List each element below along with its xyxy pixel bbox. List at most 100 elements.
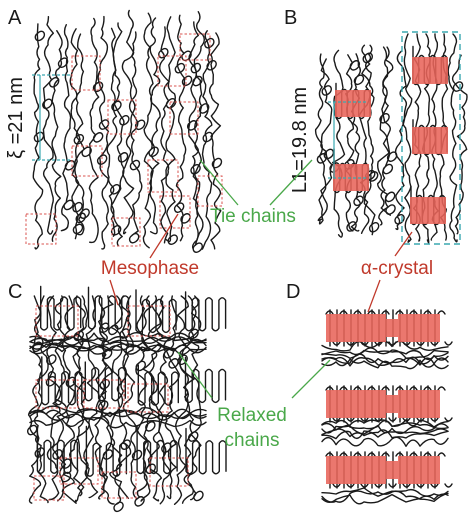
panel-d-label: D <box>286 281 300 303</box>
mesophase-region <box>149 457 189 487</box>
panel-b-label: B <box>284 7 297 29</box>
xi-dimension-marker <box>32 74 70 161</box>
crystal-lamella <box>326 390 386 418</box>
polymer-chain <box>430 417 439 422</box>
polymer-chain <box>29 336 207 348</box>
polymer-chain <box>128 31 146 244</box>
polymer-chain <box>27 295 43 504</box>
crystal-block <box>335 90 371 117</box>
polymer-chain <box>353 386 362 391</box>
mesophase-annotation: Mesophase <box>101 213 199 306</box>
polymer-chain <box>353 310 362 315</box>
polymer-chain <box>321 356 449 367</box>
polymer-chain <box>32 23 46 250</box>
polymer-chain <box>321 436 449 447</box>
polymer-chain <box>321 347 449 359</box>
polymer-chain <box>325 386 334 391</box>
polymer-chain <box>173 295 190 505</box>
mesophase-region <box>111 217 141 247</box>
polymer-chain <box>332 341 341 346</box>
polymer-chain <box>29 408 207 420</box>
polymer-chain <box>321 358 449 370</box>
polymer-chain <box>321 428 449 440</box>
panel-d: D <box>286 281 453 505</box>
polymer-chain <box>96 15 110 250</box>
relaxed-chains-label-line2: chains <box>225 430 280 451</box>
panel-c: C <box>8 281 227 513</box>
relaxed-chains-annotation: Relaxed chains <box>177 351 331 451</box>
polymer-chain <box>321 349 449 361</box>
polymer-chain <box>451 54 468 235</box>
polymer-chain <box>187 295 204 502</box>
polymer-chain <box>409 310 418 315</box>
panel-a-mesophase-regions <box>25 33 223 247</box>
polymer-chain <box>423 386 432 391</box>
crystal-lamella <box>398 390 440 418</box>
polymer-chain <box>360 483 369 488</box>
crystal-block <box>412 57 448 84</box>
polymer-chain <box>42 16 60 235</box>
polymer-chain <box>156 295 172 505</box>
polymer-chain <box>395 452 404 457</box>
polymer-chain <box>363 44 380 236</box>
polymer-chain <box>321 340 449 352</box>
polymer-chain <box>110 22 130 247</box>
polymer-chain <box>332 417 341 422</box>
polymer-chain <box>437 452 446 457</box>
panel-d-crystal-lamellae <box>326 314 440 484</box>
polymer-chain <box>416 341 425 346</box>
polymer-chain <box>395 386 404 391</box>
alpha-crystal-label: α-crystal <box>361 258 433 279</box>
tie-chains-label: Tie chains <box>210 206 296 227</box>
polymer-chain <box>29 332 207 343</box>
polymer-chain <box>332 49 346 238</box>
polymer-chain <box>437 386 446 391</box>
polymer-chain <box>142 12 159 249</box>
mesophase-region <box>71 145 103 177</box>
polymer-chain <box>374 483 383 488</box>
polymer-chain <box>29 337 207 346</box>
polymer-chain <box>135 289 177 334</box>
polymer-chain <box>317 58 340 222</box>
mesophase-region <box>59 457 99 485</box>
polymer-chain <box>121 9 136 235</box>
polymer-chain <box>147 295 164 502</box>
polymer-chain <box>381 310 390 315</box>
panel-c-chains <box>27 285 227 513</box>
polymer-chain <box>402 483 411 488</box>
panel-b-crystals <box>333 57 448 224</box>
l1-dimension-label: L1=19.8 nm <box>289 87 311 193</box>
crystal-lamella <box>386 461 398 479</box>
mesophase-region <box>179 33 211 61</box>
polymer-chain <box>346 341 355 346</box>
polymer-chain <box>377 46 396 226</box>
mesophase-region <box>127 383 169 413</box>
polymer-chain <box>374 341 383 346</box>
crystal-lamella <box>386 319 398 337</box>
polymer-chain <box>409 386 418 391</box>
panel-a-label: A <box>8 7 22 29</box>
crystal-lamella-dashed-box <box>401 31 461 245</box>
polymer-chain <box>122 295 145 507</box>
polymer-chain <box>416 483 425 488</box>
polymer-chain <box>346 417 355 422</box>
polymer-chain <box>344 54 361 232</box>
crystal-lamella <box>386 395 398 413</box>
polymer-chain <box>314 53 328 225</box>
polymer-chain <box>165 16 178 245</box>
polymer-chain <box>447 33 458 243</box>
polymer-chain <box>201 30 217 250</box>
polymer-chain <box>402 33 413 243</box>
mesophase-region <box>35 379 79 409</box>
panel-c-label: C <box>8 281 22 303</box>
polymer-chain <box>358 44 376 234</box>
polymer-chain <box>444 483 453 488</box>
mesophase-region <box>147 159 179 193</box>
polymer-chain <box>325 310 334 315</box>
polymer-chain <box>367 310 376 315</box>
polymer-chain <box>184 356 227 404</box>
polymer-chain <box>325 452 334 457</box>
polymer-chain <box>444 341 453 346</box>
polymer-chain <box>140 295 159 502</box>
